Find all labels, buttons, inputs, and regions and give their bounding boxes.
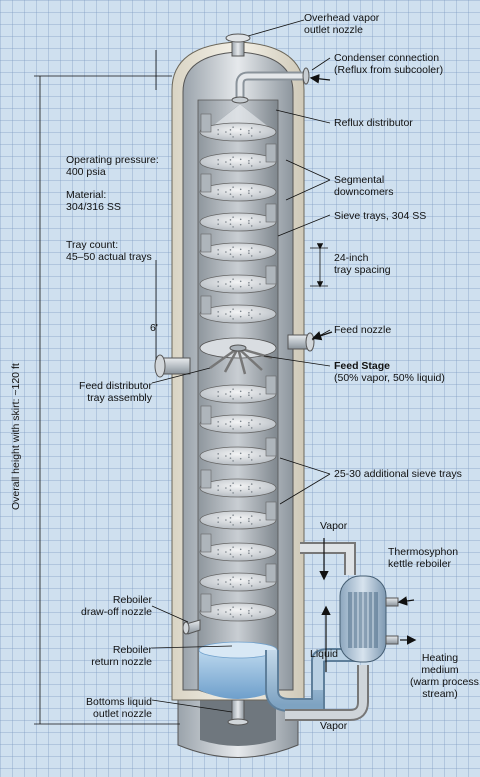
- reboiler-drawoff-nozzle: [182, 619, 201, 635]
- label-line: outlet nozzle: [93, 708, 152, 720]
- feed-distributor-assembly: [199, 337, 277, 375]
- label-line: Material:: [66, 189, 107, 201]
- label-line: downcomers: [334, 186, 394, 198]
- sieve-tray: [199, 203, 277, 232]
- label-reboiler-drawoff: Reboiler draw-off nozzle: [66, 594, 152, 618]
- label-reboiler-return: Reboiler return nozzle: [66, 644, 152, 668]
- label-line: 400 psia: [66, 166, 106, 178]
- flow-arrows: [309, 74, 417, 672]
- label-diameter: 6': [150, 322, 158, 334]
- label-line: outlet nozzle: [304, 24, 363, 36]
- label-feed-stage-note: (50% vapor, 50% liquid): [334, 372, 445, 384]
- label-tray-count: Tray count: 45–50 actual trays: [66, 239, 152, 263]
- sieve-tray: [199, 533, 277, 562]
- label-bottoms-outlet: Bottoms liquid outlet nozzle: [66, 696, 152, 720]
- reboiler-piping: [265, 541, 369, 721]
- sieve-tray: [199, 265, 277, 294]
- label-operating-pressure: Operating pressure: 400 psia: [66, 154, 159, 178]
- sieve-tray: [199, 437, 277, 466]
- label-line: (Reflux from subcooler): [334, 64, 444, 76]
- bottoms-liquid: [199, 650, 277, 699]
- label-feed-nozzle: Feed nozzle: [334, 324, 392, 336]
- sieve-tray: [199, 113, 277, 142]
- sieve-tray: [199, 375, 277, 404]
- label-sieve-trays: Sieve trays, 304 SS: [334, 210, 427, 222]
- label-line: Condenser connection: [334, 52, 440, 64]
- tray-spacing-dimension: [310, 243, 328, 288]
- label-line: Bottoms liquid: [86, 696, 152, 708]
- label-segmental-downcomers: Segmental downcomers: [334, 174, 394, 198]
- reflux-pipe: [231, 67, 310, 104]
- label-reflux-distributor: Reflux distributor: [334, 117, 413, 129]
- sieve-tray: [199, 593, 277, 622]
- label-line: 304/316 SS: [66, 201, 121, 213]
- label-overhead-vapor: Overhead vapor outlet nozzle: [304, 12, 379, 36]
- label-line: draw-off nozzle: [80, 606, 152, 618]
- sieve-tray: [199, 143, 277, 172]
- label-line: tray assembly: [87, 392, 152, 404]
- bottoms-outlet-nozzle: [227, 699, 249, 726]
- label-line: 45–50 actual trays: [66, 251, 152, 263]
- label-line: Tray count:: [66, 239, 119, 251]
- label-line: stream): [422, 688, 458, 700]
- label-liquid: Liquid: [310, 648, 339, 660]
- label-line: tray spacing: [334, 264, 391, 276]
- label-feed-distributor: Feed distributor tray assembly: [66, 380, 152, 404]
- label-line: return nozzle: [91, 656, 152, 668]
- label-line: Reboiler: [112, 594, 152, 606]
- label-line: Segmental: [334, 174, 385, 186]
- feed-distributor-nozzle: [154, 354, 191, 378]
- thermosyphon-reboiler: [339, 575, 399, 663]
- label-reboiler-title: Thermosyphon kettle reboiler: [388, 546, 458, 570]
- label-tray-spacing: 24-inch tray spacing: [334, 252, 391, 276]
- label-vapor-bottom: Vapor: [320, 720, 348, 732]
- label-line: medium: [421, 664, 459, 676]
- label-line: Reboiler: [112, 644, 152, 656]
- label-condenser: Condenser connection (Reflux from subcoo…: [334, 52, 443, 76]
- label-line: Thermosyphon: [388, 546, 459, 558]
- overhead-vapor-nozzle: [225, 33, 251, 57]
- sieve-tray: [199, 233, 277, 262]
- label-line: kettle reboiler: [388, 558, 452, 570]
- label-vapor-top: Vapor: [320, 520, 348, 532]
- leader-lines: [151, 19, 331, 713]
- label-line: 24-inch: [334, 252, 369, 264]
- sieve-tray: [199, 295, 277, 324]
- label-line: Operating pressure:: [66, 154, 159, 166]
- sieve-tray: [199, 469, 277, 498]
- label-overall-height: Overall height with skirt: ~120 ft: [10, 363, 22, 510]
- sieve-trays: [199, 113, 277, 622]
- sieve-tray: [199, 173, 277, 202]
- label-line: Feed distributor: [79, 380, 152, 392]
- label-feed-stage: Feed Stage: [334, 360, 391, 372]
- label-additional-trays: 25-30 additional sieve trays: [334, 468, 462, 480]
- label-heating-medium: Heating medium (warm process stream): [410, 652, 479, 700]
- feed-nozzle: [287, 332, 315, 352]
- label-line: (warm process: [410, 676, 479, 688]
- label-line: Overhead vapor: [304, 12, 380, 24]
- sieve-tray: [199, 501, 277, 530]
- label-material: Material: 304/316 SS: [66, 189, 121, 213]
- height-dimension: [34, 75, 180, 725]
- sieve-tray: [199, 563, 277, 592]
- sieve-tray: [199, 405, 277, 434]
- label-line: Heating: [421, 652, 459, 664]
